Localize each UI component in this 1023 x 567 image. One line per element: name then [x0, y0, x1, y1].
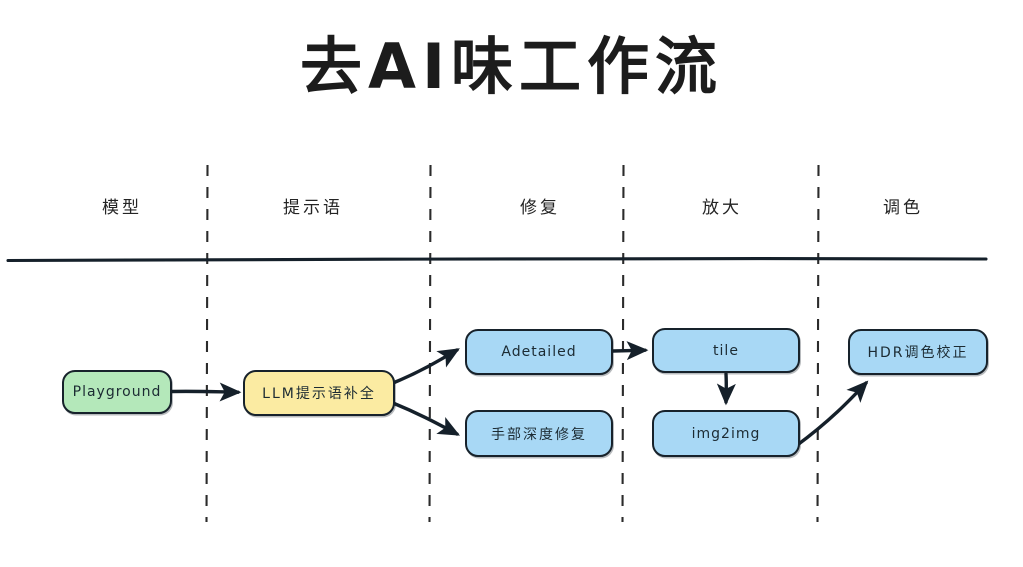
edge-llm-to-hand-repair — [391, 401, 461, 436]
page-title: 去AI味工作流 — [299, 30, 724, 103]
column-dividers — [205, 164, 820, 523]
column-divider-3 — [621, 164, 625, 523]
column-divider-2 — [428, 164, 432, 523]
column-header-prompt: 提示语 — [283, 198, 343, 218]
column-header-upscale: 放大 — [702, 198, 742, 218]
node-hdr-color-correct[interactable]: HDR调色校正 — [848, 329, 988, 375]
column-header-color: 调色 — [883, 198, 923, 218]
edge-img2img-to-hdr — [794, 380, 869, 448]
node-tile[interactable]: tile — [652, 328, 800, 373]
column-header-repair: 修复 — [520, 198, 560, 218]
edge-llm-to-adetailed — [391, 348, 460, 385]
header-rule — [6, 256, 988, 263]
column-divider-4 — [816, 164, 820, 523]
column-divider-1 — [205, 164, 209, 523]
column-header-model: 模型 — [102, 198, 142, 218]
node-hand-depth-repair[interactable]: 手部深度修复 — [465, 410, 613, 457]
node-playground[interactable]: Playground — [62, 370, 172, 414]
edges — [170, 341, 869, 448]
node-adetailed[interactable]: Adetailed — [465, 329, 613, 375]
node-img2img[interactable]: img2img — [652, 410, 800, 457]
edge-adetailed-to-tile — [611, 341, 649, 361]
node-llm-prompt[interactable]: LLM提示语补全 — [243, 370, 395, 416]
edge-playground-to-llm — [170, 382, 242, 402]
